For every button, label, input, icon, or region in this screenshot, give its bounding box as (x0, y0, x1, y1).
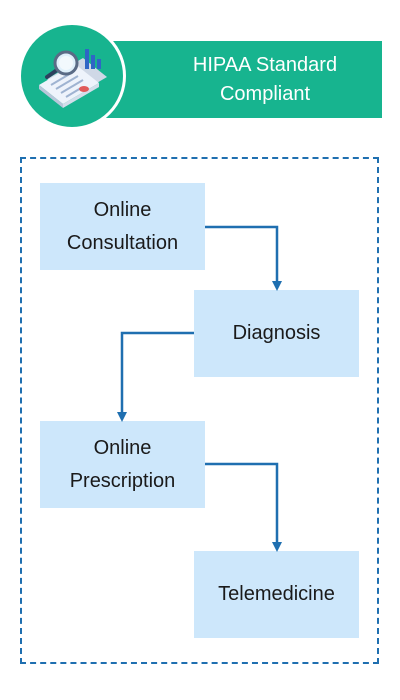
compliance-label-line-2: Compliant (219, 82, 311, 105)
document-magnifier-icon (18, 22, 126, 130)
step-online-consultation: Online Consultation (40, 183, 205, 270)
workflow-frame (20, 157, 379, 664)
step-telemedicine: Telemedicine (194, 551, 359, 638)
step-online-prescription: Online Prescription (40, 421, 205, 508)
compliance-label-line-1: HIPAA Standard (192, 53, 338, 76)
step-diagnosis: Diagnosis (194, 290, 359, 377)
compliance-label: HIPAA Standard Compliant (148, 41, 382, 118)
